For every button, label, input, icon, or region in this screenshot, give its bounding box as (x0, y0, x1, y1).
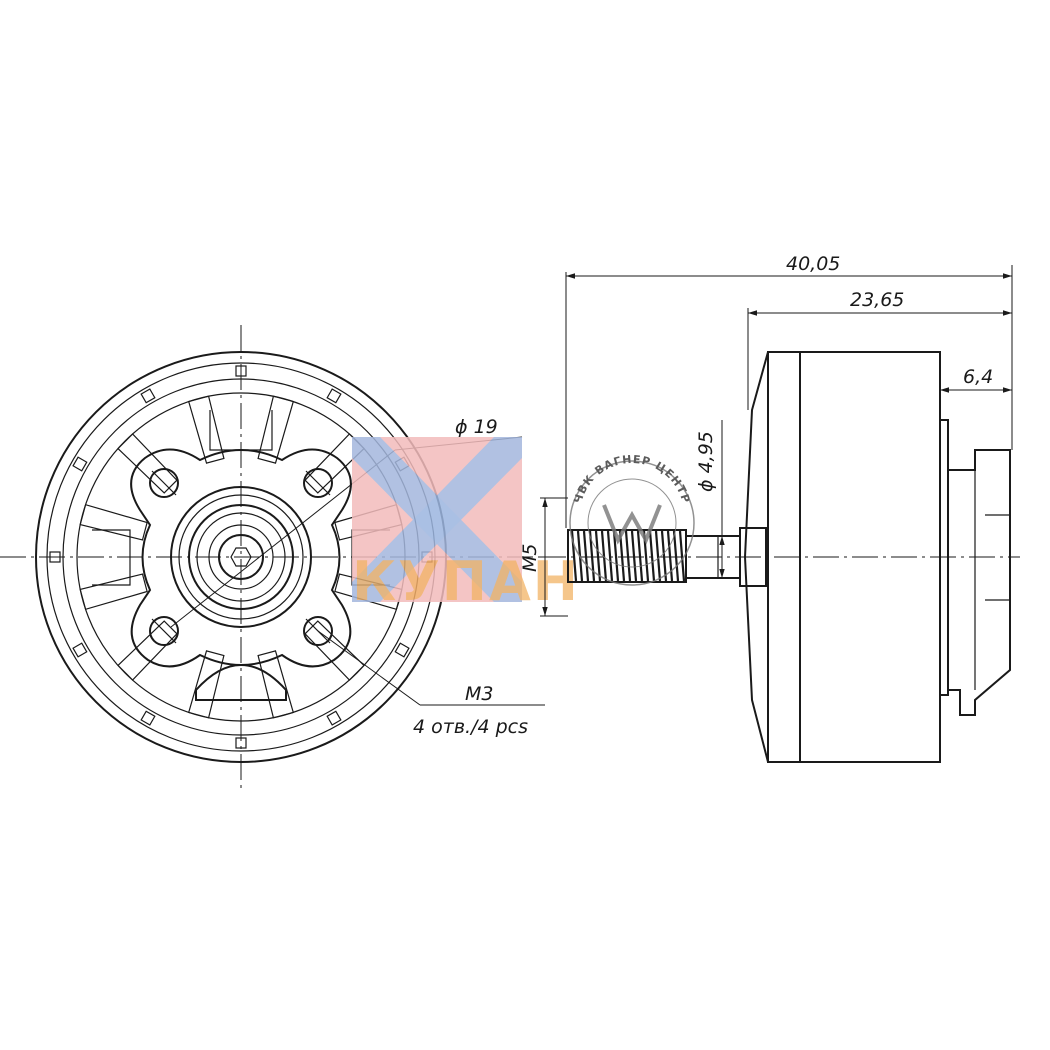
mount-plate (948, 449, 1011, 716)
thread-line (582, 530, 590, 582)
mount-hole-1 (149, 468, 179, 498)
ring-tab (140, 388, 156, 404)
stator-tooth (79, 573, 148, 611)
mount-hole-3 (149, 616, 179, 646)
thread-line (660, 530, 668, 582)
dia19-label: ϕ 19 (455, 416, 498, 438)
thread-line (654, 530, 662, 582)
stator-tooth (79, 503, 148, 541)
stator-tooth (117, 620, 178, 681)
thread-line (612, 530, 620, 582)
shaft-collar (739, 527, 767, 587)
dim-4-95-label: ϕ 4,95 (695, 431, 717, 492)
stator-teeth (49, 365, 433, 749)
stator-tooth (187, 395, 225, 464)
base-plate (130, 448, 352, 668)
wagner-stamp: ЧВК ВАГНЕР ЦЕНТР (569, 453, 695, 586)
dim-m5-label: M5 (519, 544, 541, 572)
thread-line (594, 530, 602, 582)
thread-line (630, 530, 638, 582)
dim-6-4-label: 6,4 (963, 366, 993, 388)
stamp-w-emblem (602, 504, 662, 545)
mount-holes (149, 468, 333, 646)
ring-tab (235, 365, 247, 377)
dim-40-05-label: 40,05 (786, 253, 840, 275)
ring-tab (72, 456, 88, 472)
ring-tab (326, 388, 342, 404)
side-view: 40,05 23,65 6,4 ϕ 4,95 M5 (519, 253, 1020, 763)
upper-slot (209, 410, 273, 451)
ring-tab (49, 551, 61, 563)
bell-body (767, 351, 941, 763)
thread-line (678, 530, 686, 582)
ring-tab (235, 737, 247, 749)
dim-23-65-label: 23,65 (850, 289, 904, 311)
m3-leader (317, 630, 421, 706)
lower-arch (195, 664, 287, 701)
thread-line (666, 530, 674, 582)
thread-line (606, 530, 614, 582)
stator-tooth (257, 395, 295, 464)
mount-hole-4 (303, 616, 333, 646)
thread-line (648, 530, 656, 582)
thread-line (618, 530, 626, 582)
ring-tab (72, 642, 88, 658)
m3-label: M3 (465, 683, 493, 705)
hex-socket (230, 547, 252, 567)
m3-note: 4 отв./4 pcs (413, 716, 528, 738)
kupan-logo: КУПАН (352, 550, 580, 613)
base-spacer (940, 419, 949, 696)
ring-tab (326, 710, 342, 726)
left-slot (92, 529, 131, 586)
ring-tab (394, 642, 410, 658)
ring-tab (140, 710, 156, 726)
mount-hole-2 (303, 468, 333, 498)
flag-watermark: КУПАН (352, 437, 580, 613)
stator-tooth (117, 433, 178, 494)
stator-tooth (257, 650, 295, 719)
thread-line (600, 530, 608, 582)
thread-line (636, 530, 644, 582)
stator-tooth (304, 620, 365, 681)
thread-line (672, 530, 680, 582)
stator-tooth (187, 650, 225, 719)
thread-line (624, 530, 632, 582)
central-hub (170, 486, 312, 628)
